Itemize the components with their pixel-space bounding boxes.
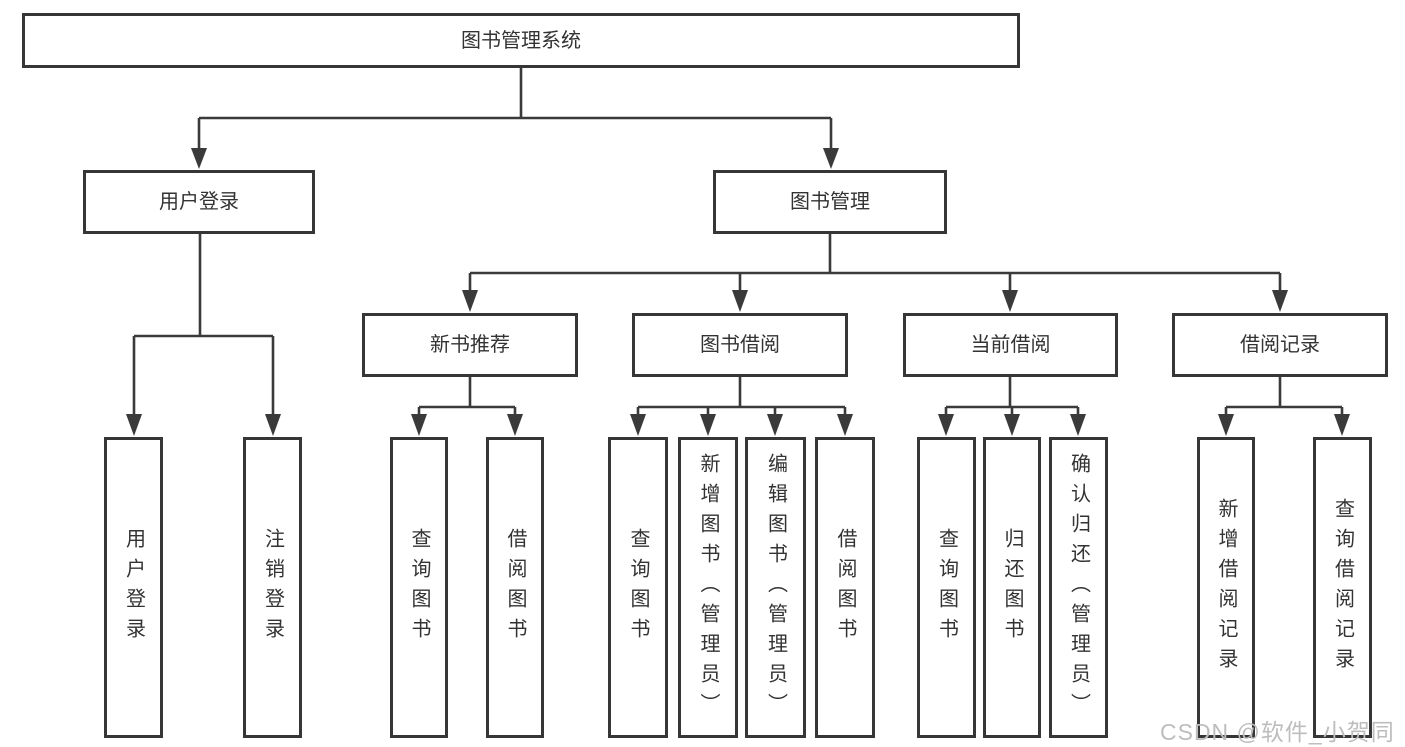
csdn-watermark: CSDN @软件_小贺同学 — [1160, 719, 1395, 745]
node-leaf-borrow-books-borrowing: 借阅图书 — [815, 437, 875, 738]
node-label: 当前借阅 — [970, 334, 1051, 356]
node-leaf-edit-books-admin: 编辑图书（管理员） — [745, 437, 806, 738]
node-label: 借阅图书 — [834, 527, 856, 648]
node-book-management: 图书管理 — [713, 170, 947, 234]
node-borrowing-records: 借阅记录 — [1172, 313, 1388, 377]
node-leaf-add-books-admin: 新增图书（管理员） — [678, 437, 738, 738]
arrowheads — [126, 148, 1350, 436]
node-label: 新增借阅记录 — [1215, 497, 1237, 678]
node-leaf-return-books: 归还图书 — [983, 437, 1041, 738]
node-label: 查询图书 — [935, 527, 958, 648]
node-new-book-recommendation: 新书推荐 — [362, 313, 578, 377]
node-label: 图书管理 — [790, 191, 870, 213]
node-label: 图书管理系统 — [461, 29, 581, 52]
node-leaf-query-borrow-record: 查询借阅记录 — [1313, 437, 1372, 738]
node-label: 借阅图书 — [504, 527, 526, 648]
node-label: 归还图书 — [1001, 527, 1023, 648]
node-label: 用户登录 — [159, 191, 239, 213]
node-label: 查询图书 — [627, 527, 649, 648]
node-label: 新书推荐 — [430, 334, 510, 356]
node-leaf-query-books-newbooks: 查询图书 — [390, 437, 448, 738]
node-leaf-query-books-current: 查询图书 — [917, 437, 976, 738]
node-label: 新增图书（管理员） — [697, 452, 719, 723]
node-leaf-query-books-borrowing: 查询图书 — [608, 437, 668, 738]
node-label: 查询图书 — [408, 527, 430, 648]
node-leaf-user-login: 用户登录 — [104, 437, 163, 738]
node-leaf-borrow-books-newbooks: 借阅图书 — [486, 437, 544, 738]
node-leaf-logout: 注销登录 — [243, 437, 302, 738]
node-label: 用户登录 — [122, 527, 145, 648]
node-leaf-confirm-return-admin: 确认归还（管理员） — [1049, 437, 1108, 738]
node-user-login: 用户登录 — [83, 170, 315, 234]
node-label: 确认归还（管理员） — [1067, 452, 1090, 723]
node-label: 注销登录 — [261, 527, 284, 648]
node-current-borrowing: 当前借阅 — [903, 313, 1118, 377]
node-label: 查询借阅记录 — [1331, 497, 1354, 678]
node-label: 借阅记录 — [1240, 334, 1320, 356]
node-label: 图书借阅 — [700, 334, 780, 356]
node-label: 编辑图书（管理员） — [764, 452, 787, 723]
node-library-management-system: 图书管理系统 — [22, 13, 1020, 68]
node-leaf-add-borrow-record: 新增借阅记录 — [1197, 437, 1255, 738]
node-book-borrowing: 图书借阅 — [632, 313, 848, 377]
